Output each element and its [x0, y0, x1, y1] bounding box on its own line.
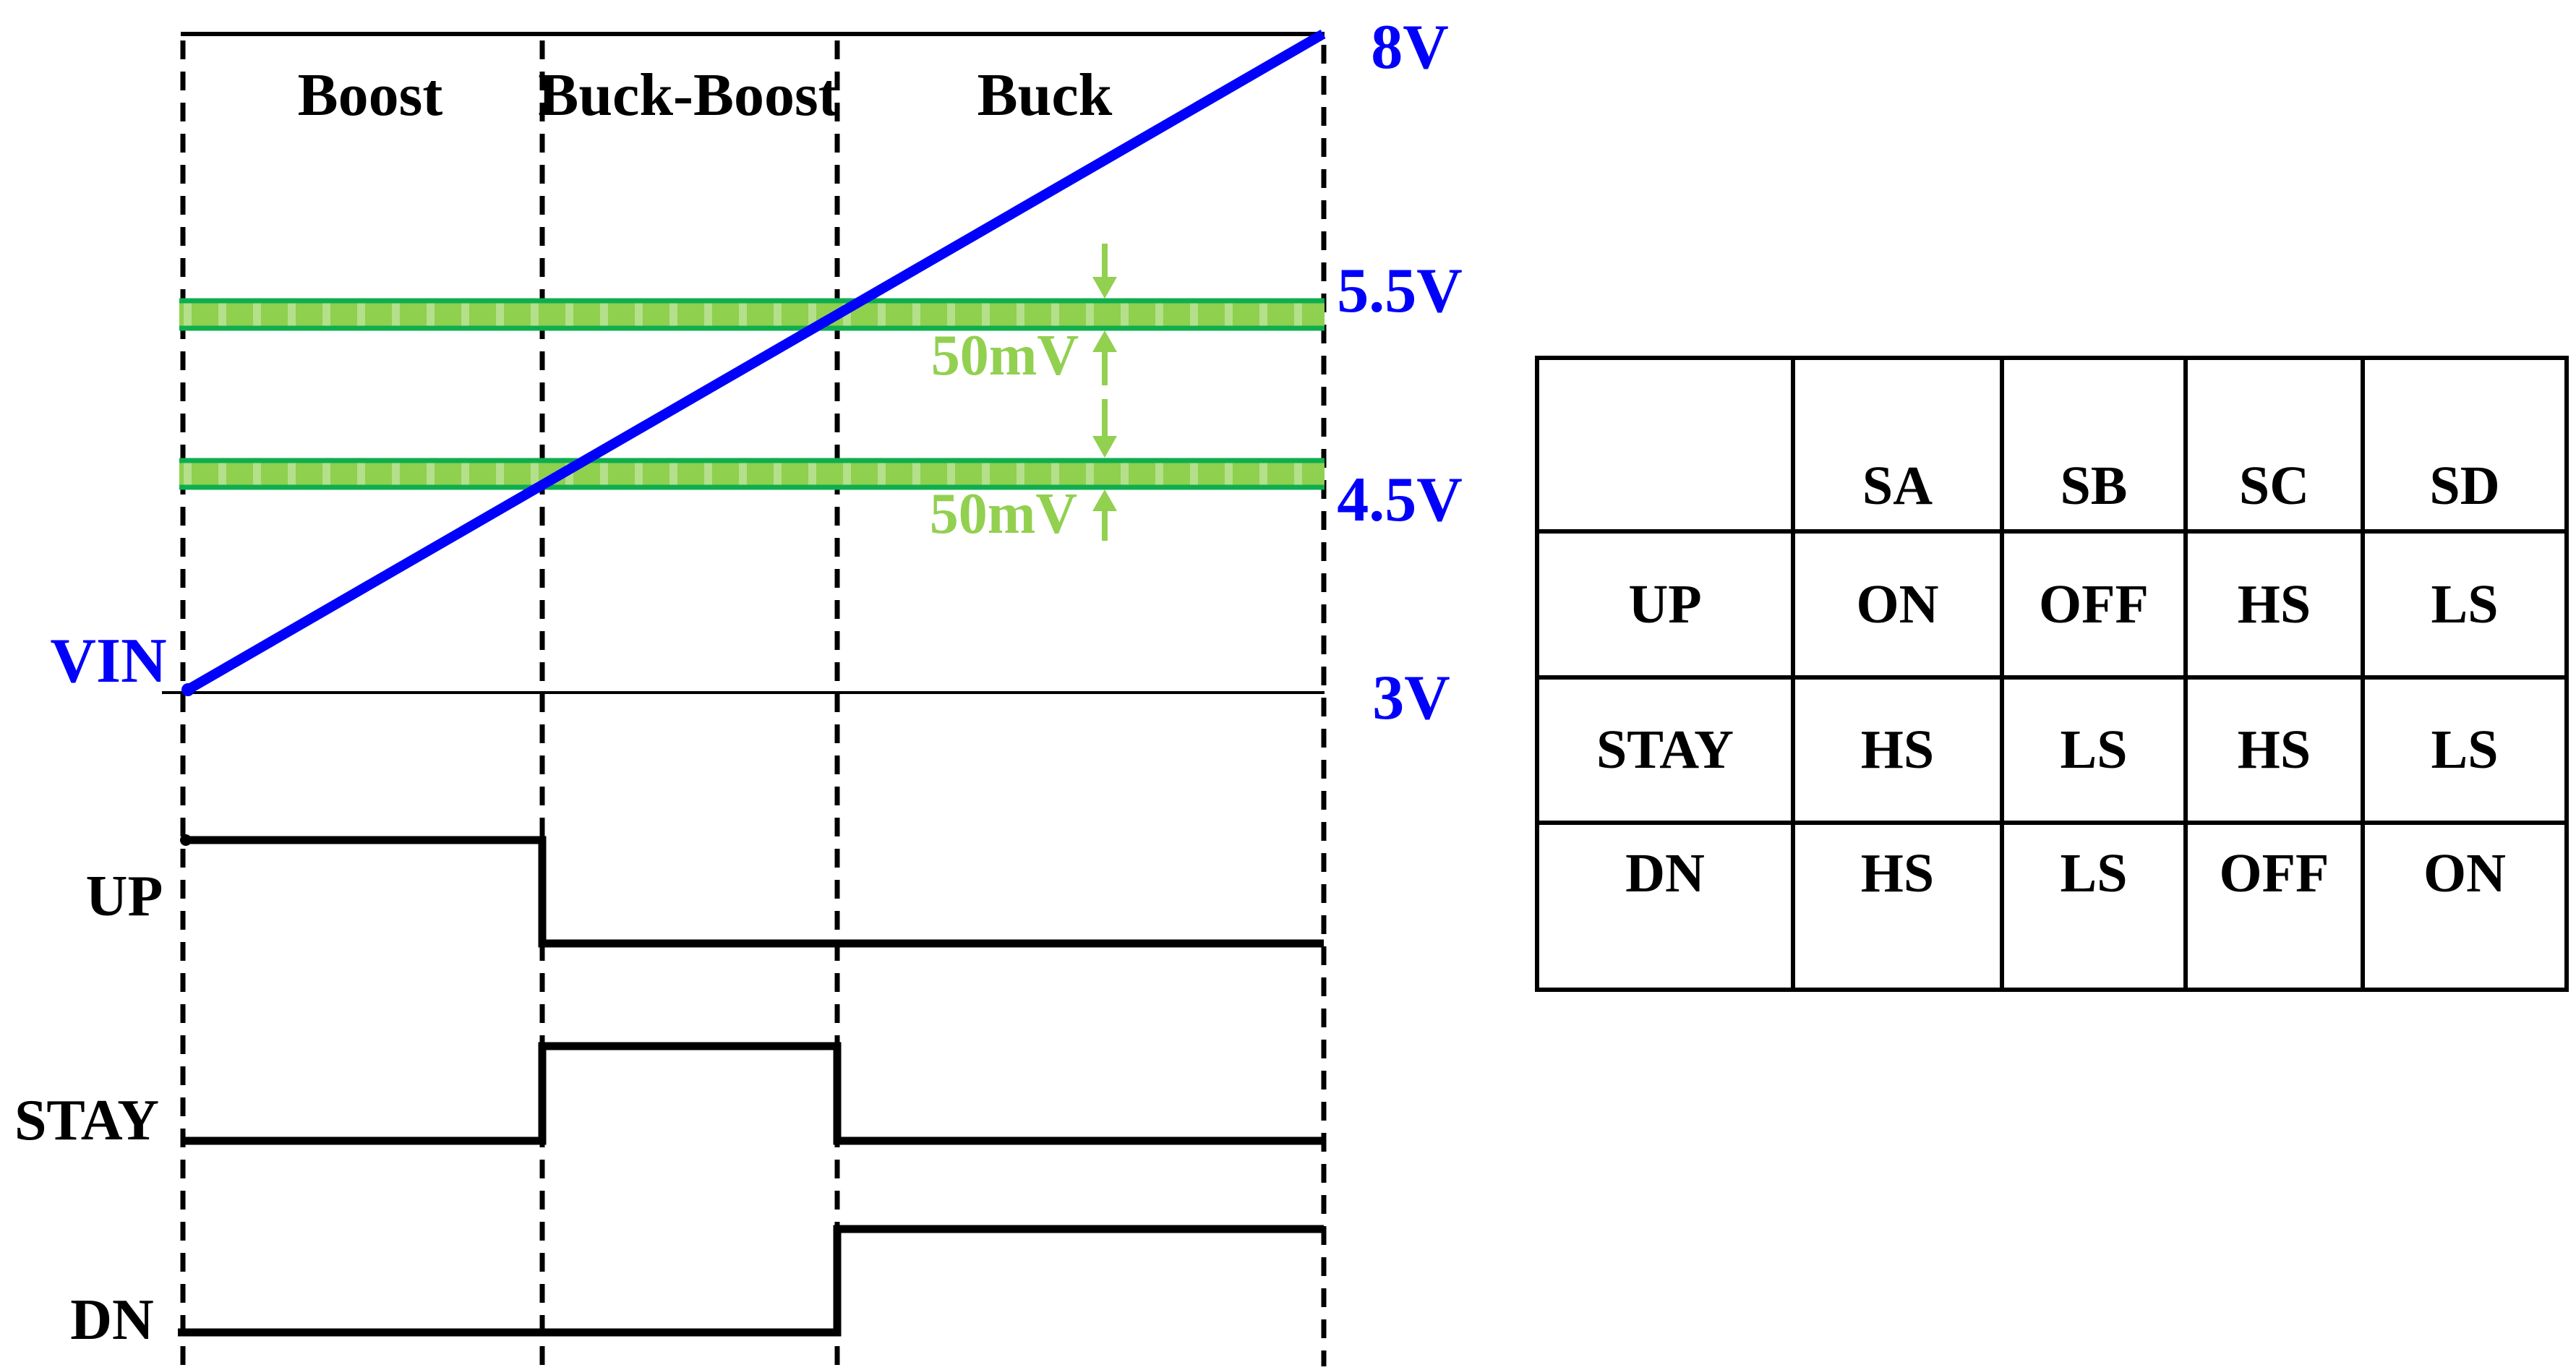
table-row-label-dn: DN	[1539, 825, 1791, 988]
table-cell-up-sc: HS	[2188, 534, 2361, 675]
region-label-buck-boost: Buck-Boost	[538, 61, 839, 129]
hysteresis-label-lower: 50mV	[929, 482, 1078, 546]
table-cell-dn-sa: HS	[1795, 825, 2000, 988]
hysteresis-label-upper: 50mV	[930, 324, 1079, 388]
lower-threshold-band-4v5	[179, 458, 1325, 490]
signal-label-stay: STAY	[14, 1089, 160, 1152]
voltage-label-8v: 8V	[1371, 12, 1449, 82]
upper-band-arrows	[1092, 244, 1117, 385]
voltage-label-3v: 3V	[1372, 663, 1450, 733]
voltage-label-5v5: 5.5V	[1337, 256, 1463, 326]
table-cell-dn-sd: ON	[2365, 825, 2564, 988]
table-header-sb: SB	[2004, 360, 2183, 529]
table-cell-up-sa: ON	[1795, 534, 2000, 675]
table-cell-dn-sb: LS	[2004, 825, 2183, 988]
switch-state-table: SA SB SC SD UP ON OFF HS LS STAY HS LS H…	[1535, 356, 2569, 992]
up-waveform	[183, 836, 1324, 948]
signal-label-dn: DN	[70, 1288, 154, 1352]
table-cell-stay-sc: HS	[2188, 680, 2361, 821]
signal-label-up: UP	[85, 865, 163, 928]
table-cell-stay-sb: LS	[2004, 680, 2183, 821]
table-cell-up-sd: LS	[2365, 534, 2564, 675]
region-label-boost: Boost	[297, 61, 443, 129]
lower-band-arrows	[1092, 399, 1117, 541]
dn-waveform	[178, 1225, 1324, 1337]
table-cell-stay-sd: LS	[2365, 680, 2564, 821]
vin-label: VIN	[50, 626, 167, 696]
table-header-sd: SD	[2365, 360, 2564, 529]
table-corner-cell	[1539, 360, 1791, 529]
table-header-sa: SA	[1795, 360, 2000, 529]
table-cell-dn-sc: OFF	[2188, 825, 2361, 988]
table-row-label-up: UP	[1539, 534, 1791, 675]
region-label-buck: Buck	[977, 61, 1113, 129]
table-header-sc: SC	[2188, 360, 2361, 529]
table-row-label-stay: STAY	[1539, 680, 1791, 821]
vin-ramp-line	[184, 29, 1326, 695]
voltage-label-4v5: 4.5V	[1337, 465, 1463, 535]
stay-waveform	[183, 1042, 1324, 1145]
upper-threshold-band-5v5	[179, 298, 1325, 331]
table-cell-stay-sa: HS	[1795, 680, 2000, 821]
table-cell-up-sb: OFF	[2004, 534, 2183, 675]
